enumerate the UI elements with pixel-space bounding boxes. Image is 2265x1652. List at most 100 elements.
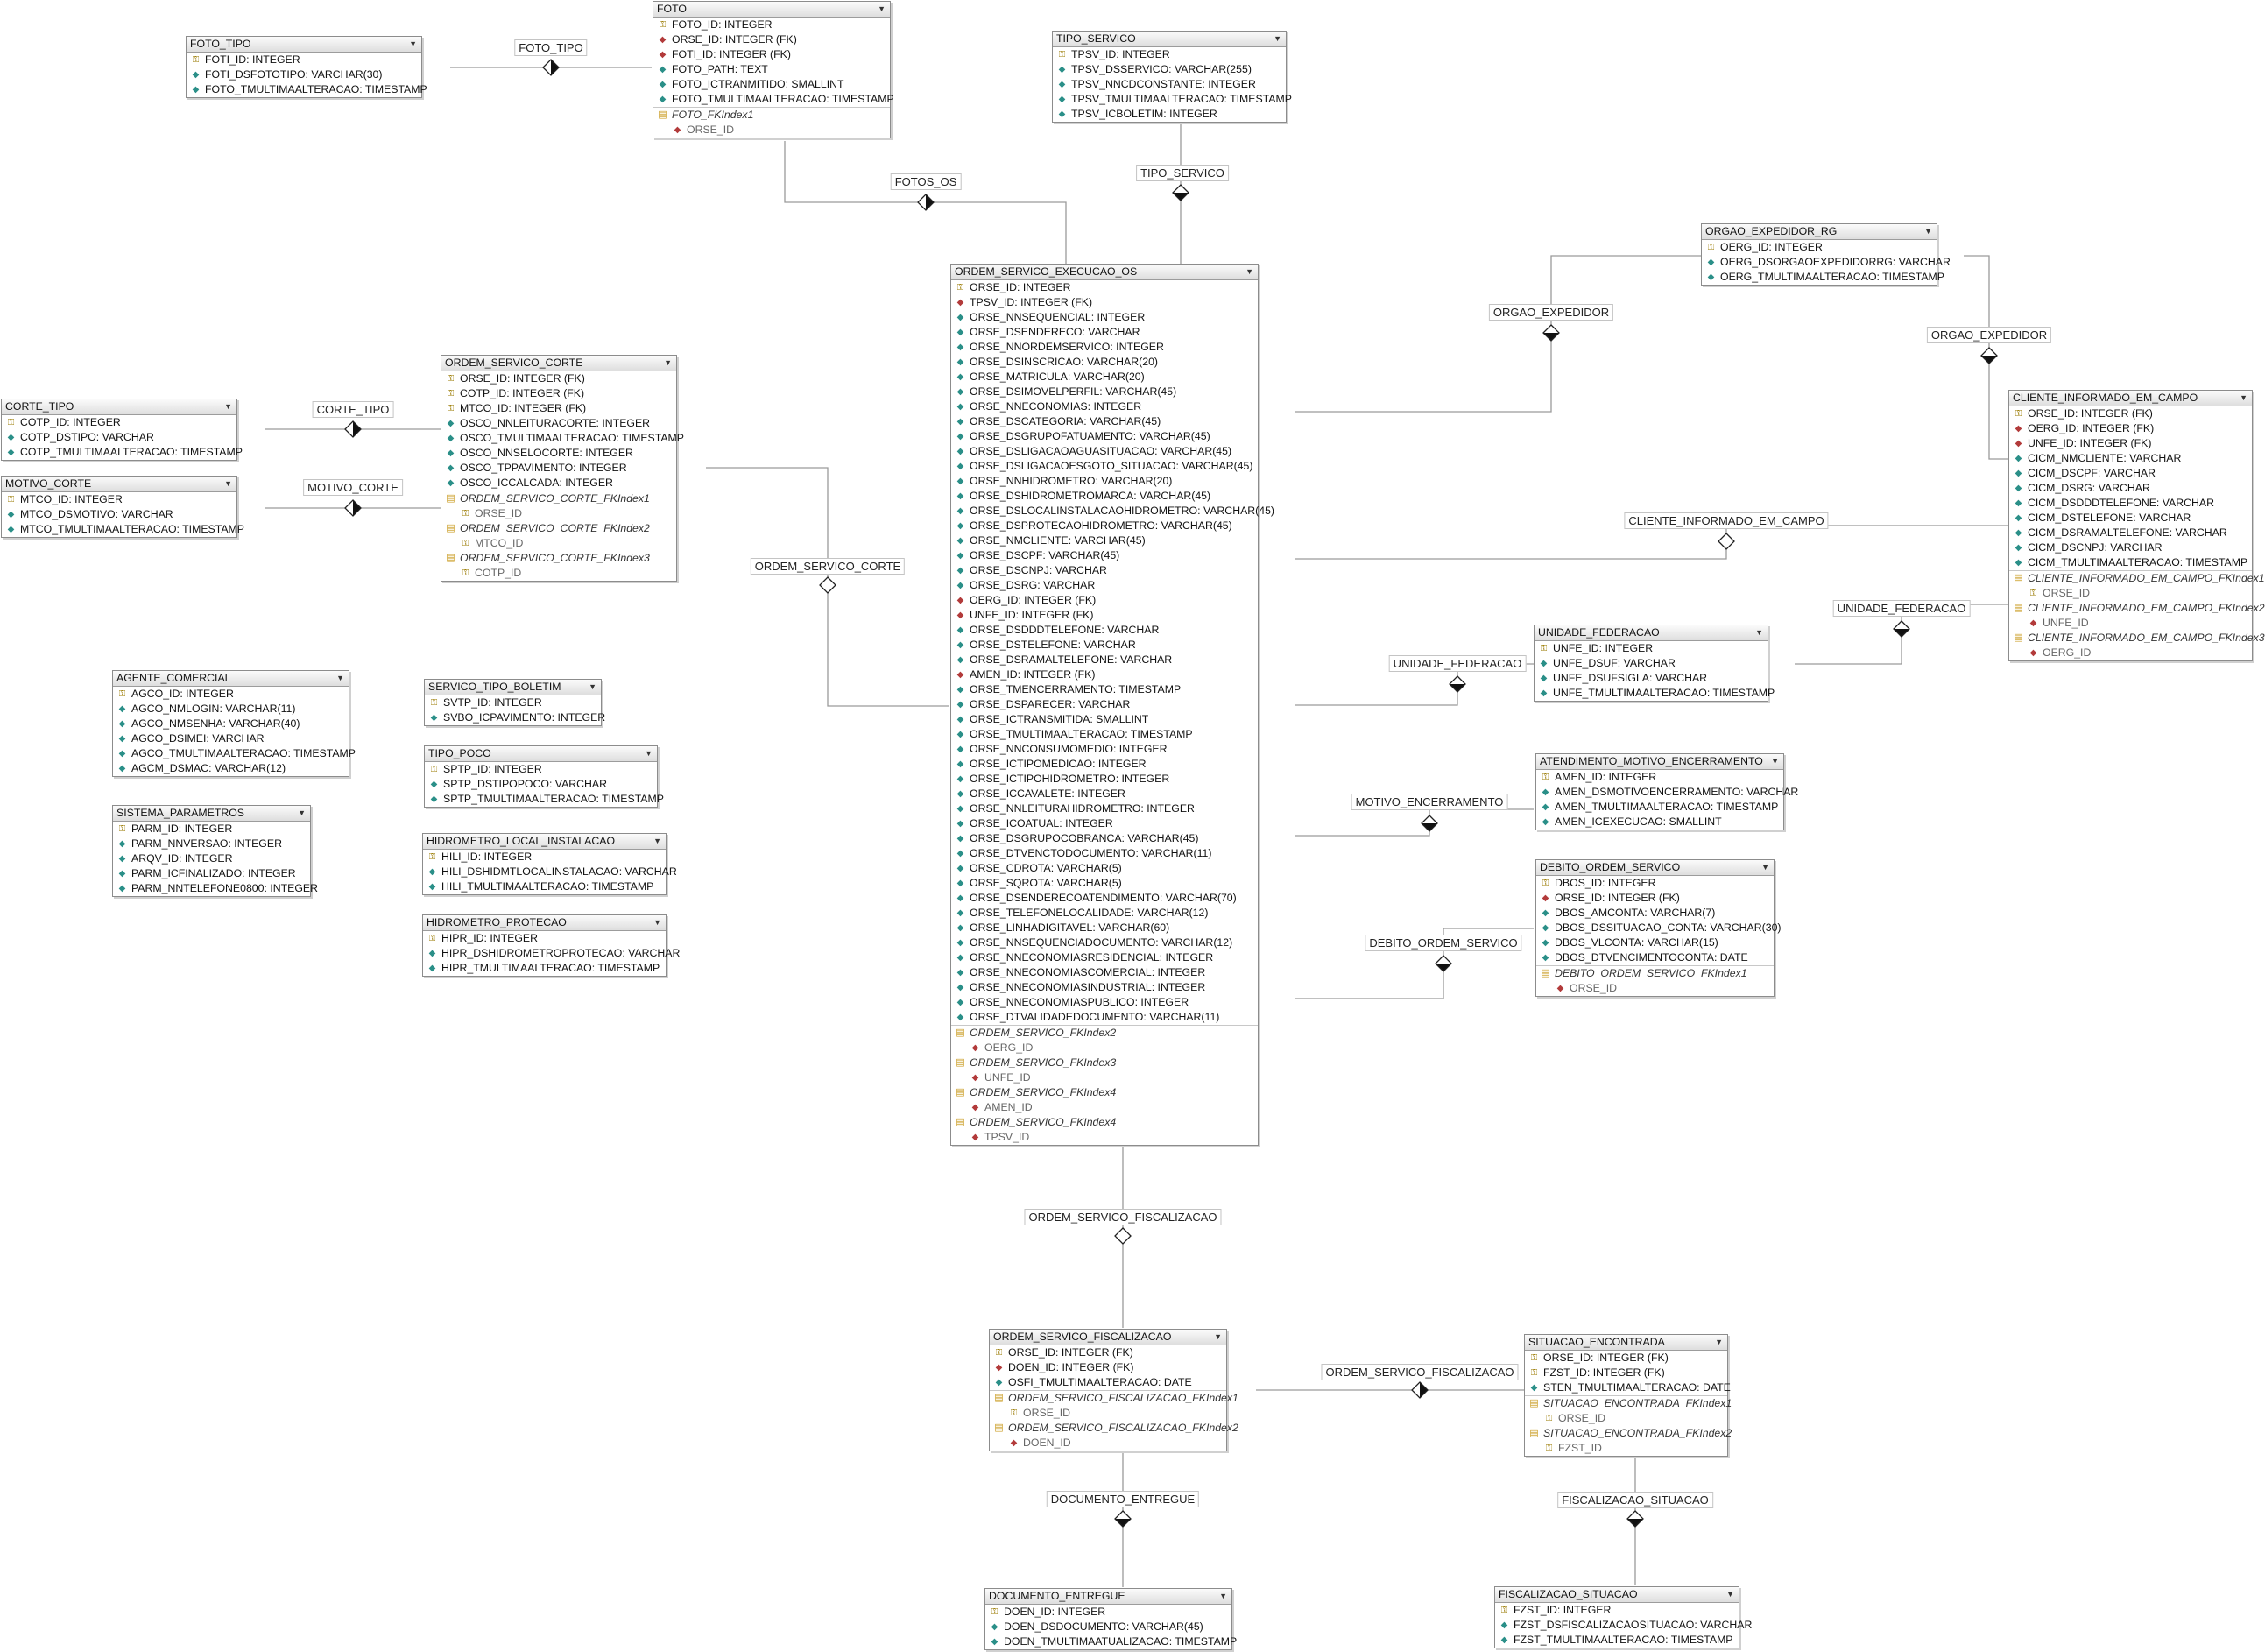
entity-title[interactable]: ORDEM_SERVICO_CORTE▼ bbox=[441, 356, 676, 371]
column-row[interactable]: ◆DBOS_VLCONTA: VARCHAR(15) bbox=[1536, 935, 1774, 950]
column-row[interactable]: ◆ORSE_DSTELEFONE: VARCHAR bbox=[951, 638, 1258, 653]
column-row[interactable]: ◆TPSV_ID bbox=[951, 1130, 1258, 1145]
column-row[interactable]: ◆OERG_TMULTIMAALTERACAO: TIMESTAMP bbox=[1702, 270, 1944, 285]
column-row[interactable]: ◆OSCO_ICCALCADA: INTEGER bbox=[441, 476, 676, 491]
column-row[interactable]: ◆CICM_DSDDDTELEFONE: VARCHAR bbox=[2009, 496, 2252, 511]
column-row[interactable]: ⚿ORSE_ID bbox=[990, 1406, 1226, 1421]
entity-title[interactable]: AGENTE_COMERCIAL▼ bbox=[113, 671, 349, 687]
index-row[interactable]: ▤ORDEM_SERVICO_CORTE_FKIndex2 bbox=[441, 521, 676, 536]
column-row[interactable]: ◆ORSE_DSENDERECO: VARCHAR bbox=[951, 325, 1258, 340]
column-row[interactable]: ⚿DOEN_ID: INTEGER bbox=[985, 1605, 1231, 1620]
column-row[interactable]: ◆UNFE_DSUF: VARCHAR bbox=[1535, 656, 1768, 671]
column-row[interactable]: ◆TPSV_ICBOLETIM: INTEGER bbox=[1053, 107, 1286, 122]
dropdown-arrow-icon[interactable]: ▼ bbox=[653, 837, 661, 845]
column-row[interactable]: ◆ORSE_NNORDEMSERVICO: INTEGER bbox=[951, 340, 1258, 355]
column-row[interactable]: ◆FZST_DSFISCALIZACAOSITUACAO: VARCHAR bbox=[1495, 1618, 1753, 1633]
column-row[interactable]: ⚿SPTP_ID: INTEGER bbox=[425, 762, 657, 777]
column-row[interactable]: ◆CICM_DSCPF: VARCHAR bbox=[2009, 466, 2252, 481]
column-row[interactable]: ◆ORSE_LINHADIGITAVEL: VARCHAR(60) bbox=[951, 921, 1258, 935]
index-row[interactable]: ▤CLIENTE_INFORMADO_EM_CAMPO_FKIndex1 bbox=[2009, 570, 2265, 586]
column-row[interactable]: ◆ORSE_NNCONSUMOMEDIO: INTEGER bbox=[951, 742, 1258, 757]
column-row[interactable]: ◆AMEN_ID: INTEGER (FK) bbox=[951, 667, 1258, 682]
column-row[interactable]: ◆ORSE_DSHIDROMETROMARCA: VARCHAR(45) bbox=[951, 489, 1258, 504]
entity-title[interactable]: ORDEM_SERVICO_EXECUCAO_OS▼ bbox=[951, 265, 1258, 280]
entity-title[interactable]: FOTO_TIPO▼ bbox=[187, 37, 421, 53]
dropdown-arrow-icon[interactable]: ▼ bbox=[589, 682, 596, 691]
column-row[interactable]: ◆DBOS_DTVENCIMENTOCONTA: DATE bbox=[1536, 950, 1774, 965]
entity-corte-tipo[interactable]: CORTE_TIPO▼⚿COTP_ID: INTEGER◆COTP_DSTIPO… bbox=[1, 399, 243, 461]
column-row[interactable]: ◆FOTI_DSFOTOTIPO: VARCHAR(30) bbox=[187, 67, 421, 82]
index-row[interactable]: ▤ORDEM_SERVICO_FKIndex4 bbox=[951, 1085, 1258, 1100]
column-row[interactable]: ⚿ORSE_ID bbox=[1525, 1411, 1727, 1426]
column-row[interactable]: ◆TPSV_TMULTIMAALTERACAO: TIMESTAMP bbox=[1053, 92, 1292, 107]
column-row[interactable]: ◆AGCO_NMLOGIN: VARCHAR(11) bbox=[113, 702, 349, 717]
column-row[interactable]: ◆AMEN_ICEXECUCAO: SMALLINT bbox=[1536, 815, 1783, 830]
dropdown-arrow-icon[interactable]: ▼ bbox=[1924, 227, 1932, 236]
entity-ordem-servico-execucao-os[interactable]: ORDEM_SERVICO_EXECUCAO_OS▼⚿ORSE_ID: INTE… bbox=[950, 264, 1274, 1146]
dropdown-arrow-icon[interactable]: ▼ bbox=[878, 4, 886, 13]
column-row[interactable]: ◆OSCO_TMULTIMAALTERACAO: TIMESTAMP bbox=[441, 431, 684, 446]
entity-tipo-poco[interactable]: TIPO_POCO▼⚿SPTP_ID: INTEGER◆SPTP_DSTIPOP… bbox=[424, 745, 664, 808]
column-row[interactable]: ⚿SVTP_ID: INTEGER bbox=[425, 695, 601, 710]
index-row[interactable]: ▤ORDEM_SERVICO_CORTE_FKIndex3 bbox=[441, 551, 676, 566]
entity-foto-tipo[interactable]: FOTO_TIPO▼⚿FOTI_ID: INTEGER◆FOTI_DSFOTOT… bbox=[186, 36, 427, 98]
column-row[interactable]: ◆AMEN_DSMOTIVOENCERRAMENTO: VARCHAR bbox=[1536, 785, 1799, 800]
entity-title[interactable]: ORDEM_SERVICO_FISCALIZACAO▼ bbox=[990, 1330, 1226, 1345]
dropdown-arrow-icon[interactable]: ▼ bbox=[653, 918, 661, 927]
column-row[interactable]: ◆UNFE_ID: INTEGER (FK) bbox=[951, 608, 1258, 623]
column-row[interactable]: ◆ORSE_NNECONOMIASINDUSTRIAL: INTEGER bbox=[951, 980, 1258, 995]
column-row[interactable]: ◆CICM_DSCNPJ: VARCHAR bbox=[2009, 540, 2252, 555]
entity-situacao-encontrada[interactable]: SITUACAO_ENCONTRADA▼⚿ORSE_ID: INTEGER (F… bbox=[1524, 1334, 1732, 1457]
column-row[interactable]: ◆ORSE_NNSEQUENCIADOCUMENTO: VARCHAR(12) bbox=[951, 935, 1258, 950]
column-row[interactable]: ◆DOEN_TMULTIMAATUALIZACAO: TIMESTAMP bbox=[985, 1634, 1238, 1649]
column-row[interactable]: ◆ORSE_ICCAVALETE: INTEGER bbox=[951, 787, 1258, 801]
column-row[interactable]: ◆UNFE_ID: INTEGER (FK) bbox=[2009, 436, 2252, 451]
column-row[interactable]: ◆ORSE_DSLOCALINSTALACAOHIDROMETRO: VARCH… bbox=[951, 504, 1274, 519]
entity-servico-tipo-boletim[interactable]: SERVICO_TIPO_BOLETIM▼⚿SVTP_ID: INTEGER◆S… bbox=[424, 679, 605, 726]
column-row[interactable]: ⚿FOTI_ID: INTEGER bbox=[187, 53, 421, 67]
column-row[interactable]: ◆TPSV_DSSERVICO: VARCHAR(255) bbox=[1053, 62, 1286, 77]
dropdown-arrow-icon[interactable]: ▼ bbox=[224, 479, 232, 488]
index-row[interactable]: ▤CLIENTE_INFORMADO_EM_CAMPO_FKIndex3 bbox=[2009, 631, 2264, 646]
index-row[interactable]: ▤ORDEM_SERVICO_FKIndex2 bbox=[951, 1025, 1258, 1041]
column-row[interactable]: ◆FOTI_ID: INTEGER (FK) bbox=[653, 47, 890, 62]
column-row[interactable]: ◆ORSE_NNECONOMIASPUBLICO: INTEGER bbox=[951, 995, 1258, 1010]
column-row[interactable]: ◆ORSE_DSGRUPOFATUAMENTO: VARCHAR(45) bbox=[951, 429, 1258, 444]
column-row[interactable]: ◆ORSE_DSLIGACAOAGUASITUACAO: VARCHAR(45) bbox=[951, 444, 1258, 459]
column-row[interactable]: ◆DOEN_DSDOCUMENTO: VARCHAR(45) bbox=[985, 1620, 1231, 1634]
column-row[interactable]: ◆ORSE_DSPROTECAOHIDROMETRO: VARCHAR(45) bbox=[951, 519, 1258, 533]
column-row[interactable]: ◆CICM_NMCLIENTE: VARCHAR bbox=[2009, 451, 2252, 466]
column-row[interactable]: ◆ORSE_DSPARECER: VARCHAR bbox=[951, 697, 1258, 712]
entity-motivo-corte[interactable]: MOTIVO_CORTE▼⚿MTCO_ID: INTEGER◆MTCO_DSMO… bbox=[1, 476, 244, 538]
column-row[interactable]: ◆AGCO_NMSENHA: VARCHAR(40) bbox=[113, 717, 349, 731]
column-row[interactable]: ◆UNFE_ID bbox=[951, 1070, 1258, 1085]
entity-title[interactable]: TIPO_POCO▼ bbox=[425, 746, 657, 762]
column-row[interactable]: ◆TPSV_NNCDCONSTANTE: INTEGER bbox=[1053, 77, 1286, 92]
dropdown-arrow-icon[interactable]: ▼ bbox=[224, 402, 232, 411]
column-row[interactable]: ◆ORSE_DTVENCTODOCUMENTO: VARCHAR(11) bbox=[951, 846, 1258, 861]
column-row[interactable]: ◆ORSE_ICOATUAL: INTEGER bbox=[951, 816, 1258, 831]
column-row[interactable]: ◆FZST_TMULTIMAALTERACAO: TIMESTAMP bbox=[1495, 1633, 1739, 1648]
column-row[interactable]: ◆CICM_TMULTIMAALTERACAO: TIMESTAMP bbox=[2009, 555, 2252, 570]
column-row[interactable]: ◆PARM_NNVERSAO: INTEGER bbox=[113, 837, 310, 851]
column-row[interactable]: ⚿ORSE_ID: INTEGER (FK) bbox=[990, 1345, 1226, 1360]
column-row[interactable]: ◆ORSE_DSENDERECOATENDIMENTO: VARCHAR(70) bbox=[951, 891, 1258, 906]
column-row[interactable]: ◆MTCO_TMULTIMAALTERACAO: TIMESTAMP bbox=[2, 522, 244, 537]
entity-cliente-informado-em-campo[interactable]: CLIENTE_INFORMADO_EM_CAMPO▼⚿ORSE_ID: INT… bbox=[2008, 390, 2265, 661]
column-row[interactable]: ◆PARM_ICFINALIZADO: INTEGER bbox=[113, 866, 310, 881]
dropdown-arrow-icon[interactable]: ▼ bbox=[1715, 1338, 1723, 1346]
column-row[interactable]: ◆OSCO_NNLEITURACORTE: INTEGER bbox=[441, 416, 676, 431]
column-row[interactable]: ◆ORSE_NNSEQUENCIAL: INTEGER bbox=[951, 310, 1258, 325]
column-row[interactable]: ◆ORSE_DSDDDTELEFONE: VARCHAR bbox=[951, 623, 1258, 638]
column-row[interactable]: ⚿AMEN_ID: INTEGER bbox=[1536, 770, 1783, 785]
column-row[interactable]: ◆HIPR_DSHIDROMETROPROTECAO: VARCHAR bbox=[423, 946, 681, 961]
entity-sistema-parametros[interactable]: SISTEMA_PARAMETROS▼⚿PARM_ID: INTEGER◆PAR… bbox=[112, 805, 318, 897]
dropdown-arrow-icon[interactable]: ▼ bbox=[1214, 1332, 1222, 1341]
column-row[interactable]: ◆OSFI_TMULTIMAALTERACAO: DATE bbox=[990, 1375, 1226, 1390]
column-row[interactable]: ◆OERG_ID: INTEGER (FK) bbox=[951, 593, 1258, 608]
column-row[interactable]: ◆FOTO_TMULTIMAALTERACAO: TIMESTAMP bbox=[653, 92, 894, 107]
column-row[interactable]: ◆FOTO_PATH: TEXT bbox=[653, 62, 890, 77]
column-row[interactable]: ◆COTP_TMULTIMAALTERACAO: TIMESTAMP bbox=[2, 445, 243, 460]
entity-title[interactable]: SISTEMA_PARAMETROS▼ bbox=[113, 806, 310, 822]
column-row[interactable]: ⚿FZST_ID bbox=[1525, 1441, 1727, 1456]
